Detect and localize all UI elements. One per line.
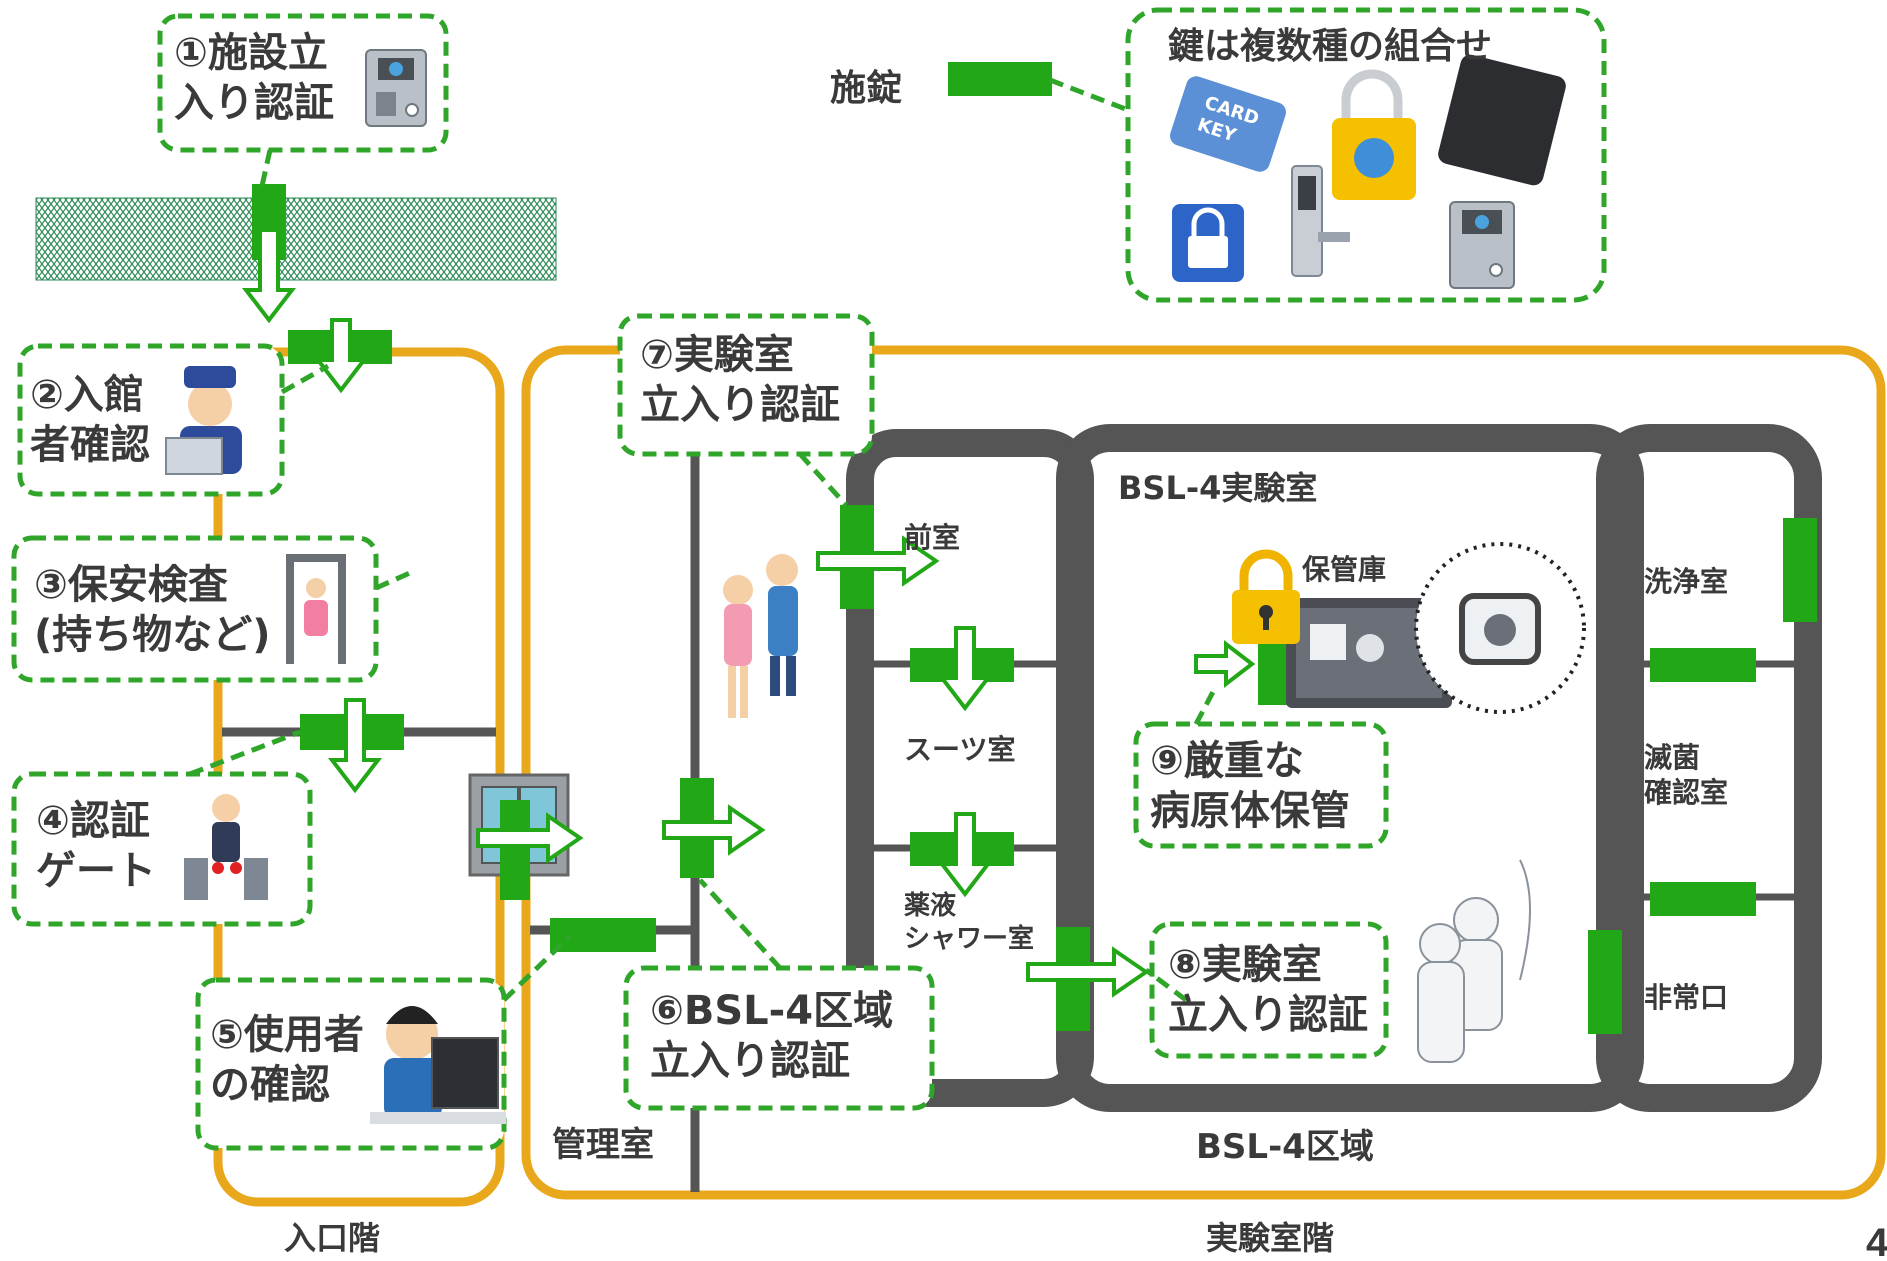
callout-box-8: [1149, 921, 1389, 1059]
keypad-icon: [1438, 54, 1566, 186]
callout-step4: ④認証 ゲート: [36, 798, 156, 894]
floor-lab: 実験室階: [1206, 1219, 1335, 1257]
floor-entrance: 入口階: [284, 1219, 381, 1257]
room-storage: 保管庫: [1302, 553, 1387, 586]
callout-step7: ⑦実験室 立入り認証: [640, 332, 840, 428]
padlock-icon: [1232, 549, 1300, 644]
callout-step5: ⑤使用者 の確認: [210, 1012, 364, 1108]
room-suit: スーツ室: [904, 733, 1016, 766]
room-wash: 洗浄室: [1644, 565, 1729, 598]
room-emergency-exit: 非常口: [1644, 981, 1729, 1014]
yellow-padlock-icon: [1332, 69, 1416, 200]
flow-arrows: [241, 228, 1256, 998]
room-sterilize: 滅菌 確認室: [1644, 741, 1729, 809]
intercom-icon-2: [1449, 201, 1515, 289]
pathogen-zoom-icon: [1414, 542, 1586, 714]
callout-box-9: [1133, 721, 1389, 849]
keys-title: 鍵は複数種の組合せ: [1168, 26, 1493, 67]
room-control: 管理室: [552, 1125, 654, 1165]
page-number: 4: [1866, 1221, 1887, 1261]
room-bsl4-lab: BSL-4実験室: [1118, 469, 1318, 507]
callout-step1: ①施設立 入り認証: [174, 30, 334, 126]
intercom-icon: [365, 49, 427, 127]
card-key-icon: [1170, 76, 1286, 172]
people-icon: [723, 554, 798, 718]
storage-safe-icon: [1286, 598, 1452, 708]
operator-icon: [370, 1006, 506, 1124]
callout-box-7: [617, 313, 875, 457]
callout-leaders: [189, 77, 1217, 1002]
callout-step9: ⑨厳重な 病原体保管: [1150, 738, 1350, 834]
room-anteroom: 前室: [904, 521, 961, 554]
zone-bsl4: BSL-4区域: [1196, 1127, 1374, 1167]
lock-legend-label: 施錠: [830, 68, 903, 109]
door-lock-icon: [1291, 165, 1350, 277]
fence-mesh: [35, 197, 557, 281]
callout-step6: ⑥BSL-4区域 立入り認証: [650, 988, 894, 1084]
lock-legend-bar: [948, 62, 1052, 96]
metal-detector-icon: [286, 554, 346, 664]
wash-block: [1596, 424, 1822, 1112]
callout-box-3: [11, 535, 379, 683]
blue-lock-icon: [1172, 204, 1244, 282]
callout-step2: ②入館 者確認: [30, 372, 150, 468]
ticket-gate-icon: [184, 794, 268, 900]
callout-step8: ⑧実験室 立入り認証: [1168, 942, 1368, 1038]
room-chem-shower: 薬液 シャワー室: [904, 891, 1035, 954]
lab-floor-outline: [521, 345, 1886, 1200]
lock-markers: [252, 184, 1817, 1034]
bsl4-lab-block: [1056, 424, 1644, 1112]
guard-icon: [165, 366, 242, 475]
hazmat-suit-icon: [1417, 859, 1531, 1063]
callout-step3: ③保安検査 (持ち物など): [34, 562, 271, 658]
